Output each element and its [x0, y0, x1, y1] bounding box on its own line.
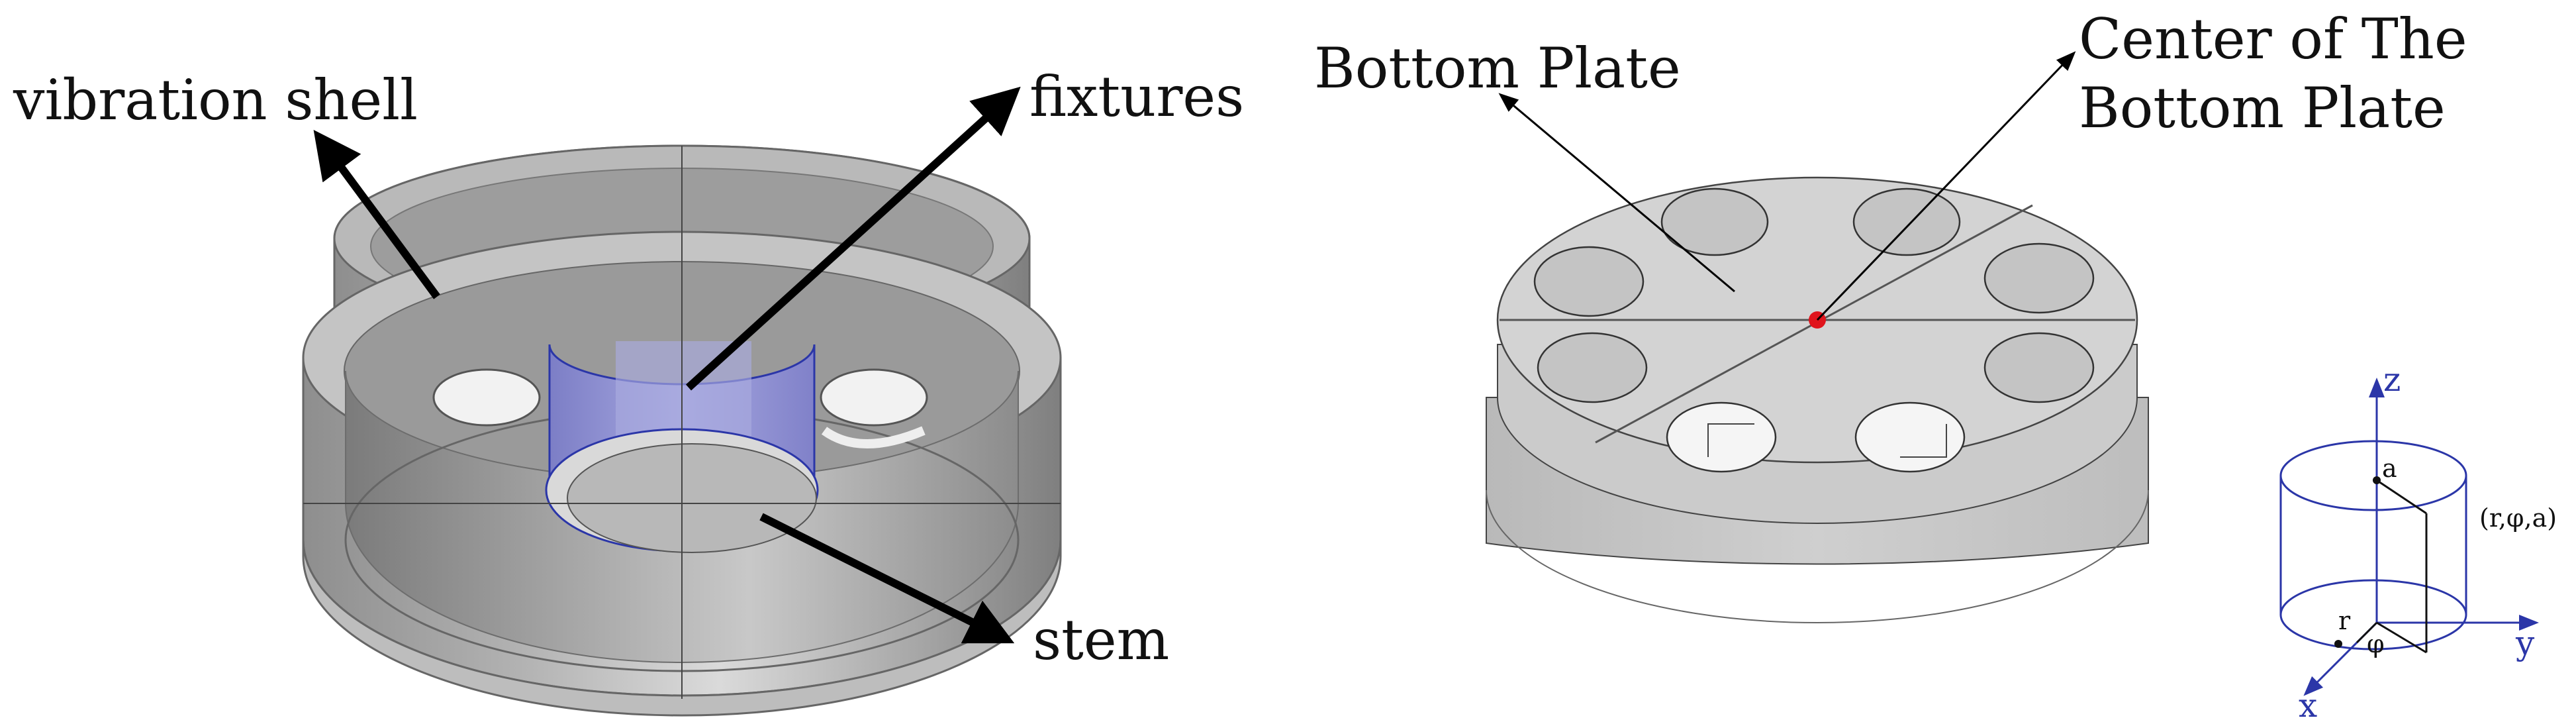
- plate-hole-2: [1852, 187, 1961, 256]
- axis-x-label: x: [2299, 686, 2317, 725]
- inner-hole-right: [820, 368, 928, 427]
- plate-hole-1: [1660, 187, 1769, 256]
- plate-hole-3: [1533, 246, 1645, 317]
- plate-hole-7: [1666, 401, 1777, 473]
- plate-hole-6: [1983, 332, 2095, 403]
- stem-disc: [567, 443, 817, 553]
- inner-hole-left: [432, 368, 541, 427]
- label-bottom-plate: Bottom Plate: [1314, 36, 1681, 101]
- axis-y-label: y: [2515, 624, 2535, 662]
- point-coords-label: (r,φ,a): [2479, 503, 2557, 533]
- cyl-bottom-arc: [2279, 614, 2467, 650]
- axis-z-label: z: [2383, 360, 2401, 399]
- point-r-dot: [2334, 640, 2342, 648]
- arrow-center: [1816, 51, 2076, 321]
- coordinate-point-construction: [2356, 479, 2428, 654]
- cyl-top-ellipse: [2279, 440, 2467, 511]
- angle-phi-label: φ: [2367, 629, 2385, 658]
- arrow-stem: [759, 513, 1015, 644]
- cylindrical-coordinate-diagram: [2279, 378, 2539, 696]
- label-stem: stem: [1033, 607, 1169, 672]
- label-fixtures: fixtures: [1029, 64, 1244, 129]
- label-center-line1: Center of The: [2079, 7, 2467, 72]
- point-a-label: a: [2382, 454, 2397, 483]
- point-a-dot: [2373, 476, 2381, 484]
- label-vibration-shell: vibration shell: [13, 68, 418, 132]
- bottom-plate-model: [1486, 176, 2149, 623]
- arrow-vibration-shell: [313, 130, 440, 299]
- arrow-bottom-plate: [1498, 93, 1735, 293]
- plate-hole-5: [1537, 332, 1648, 403]
- vibration-shell-model: [302, 144, 1062, 717]
- plate-hole-8: [1854, 401, 1966, 473]
- plate-hole-4: [1983, 242, 2095, 314]
- point-r-label: r: [2338, 606, 2351, 635]
- label-center-line2: Bottom Plate: [2079, 76, 2446, 140]
- shell-bottom-rim: [302, 539, 1062, 717]
- arrow-fixtures: [685, 86, 1021, 391]
